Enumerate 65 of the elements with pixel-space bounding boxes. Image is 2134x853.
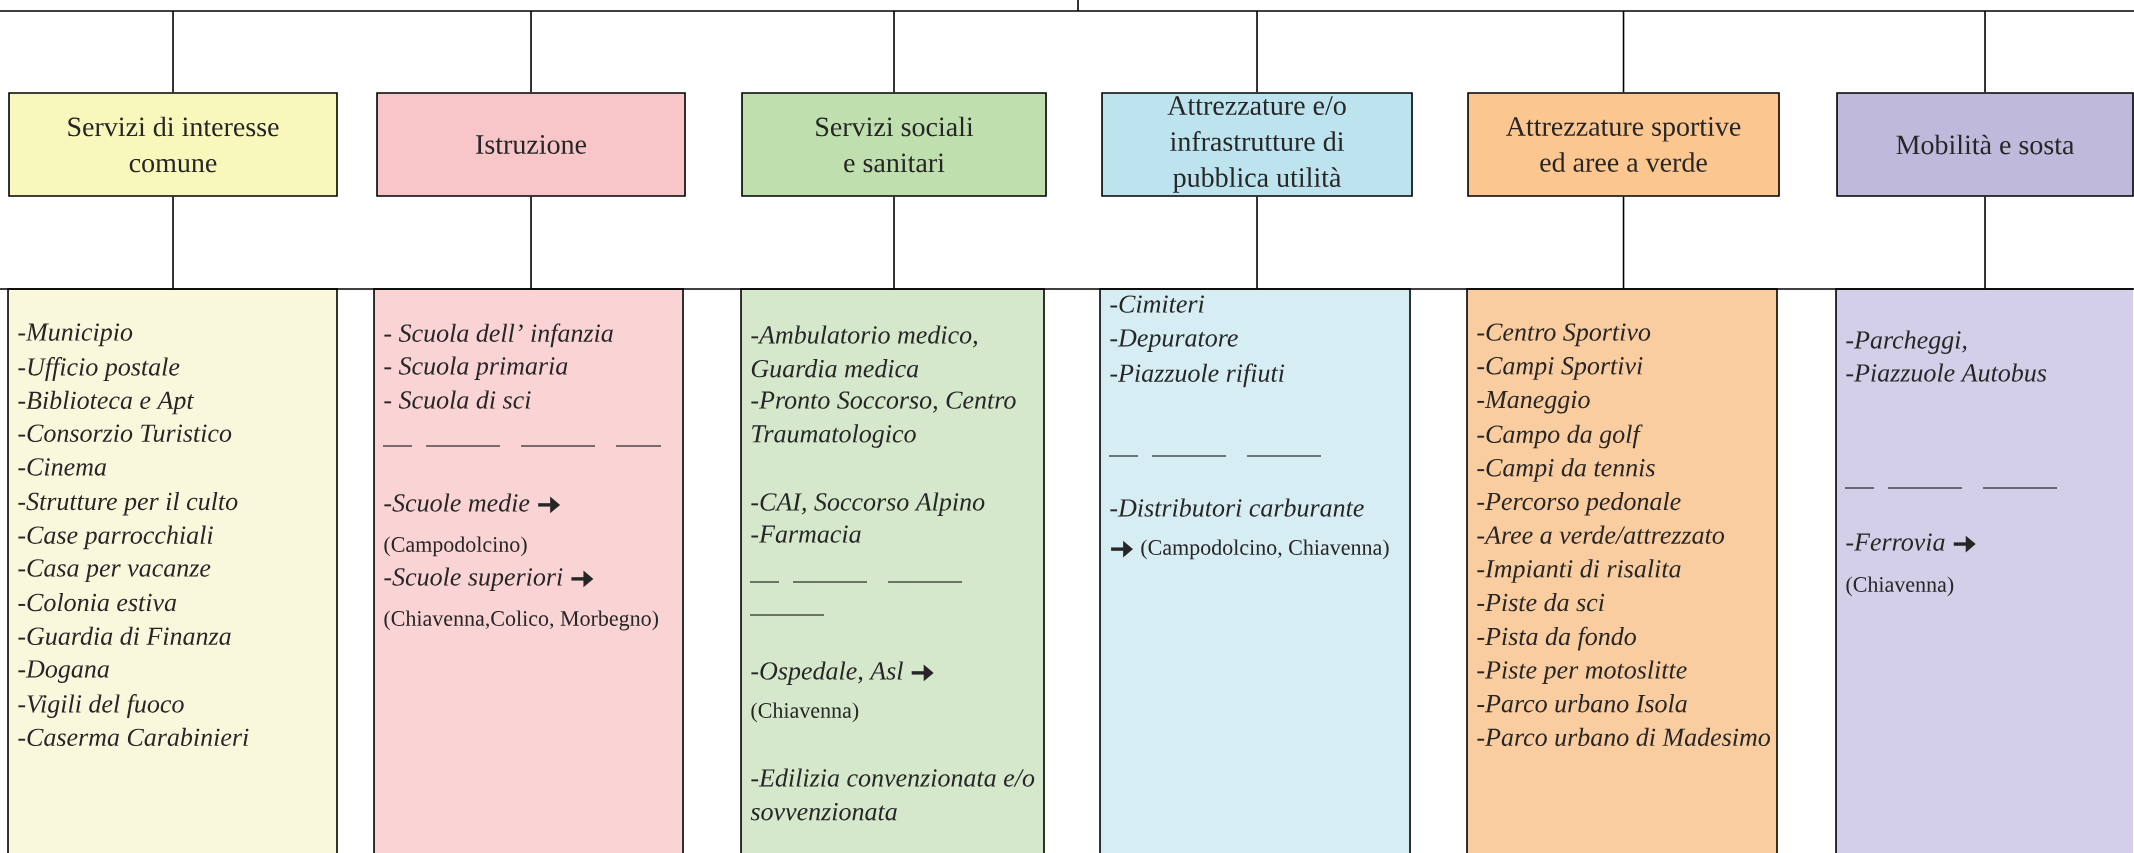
connector-line — [893, 196, 895, 290]
list-item: -Percorso pedonale — [1477, 491, 1681, 516]
list-item: - Scuola di sci — [384, 390, 531, 409]
list-item: -Farmacia — [751, 525, 861, 543]
list-item: -Piazzuole rifiuti — [1110, 363, 1285, 388]
connector-line — [893, 10, 895, 93]
connector-line — [1622, 10, 1625, 93]
category-box: Istruzione — [376, 92, 686, 197]
place-note: (Campodolcino) — [384, 536, 527, 557]
connector-line — [172, 196, 174, 290]
list-item: -Pista da fondo — [1477, 626, 1636, 651]
list-item: -Cimiteri — [1110, 295, 1204, 313]
list-item: -Caserma Carabinieri — [18, 727, 249, 747]
category-box: Servizi sociali e sanitari — [741, 92, 1047, 197]
connector-line — [1256, 10, 1258, 93]
connector-line — [1984, 196, 1986, 290]
list-item: -Distributori carburante — [1110, 498, 1364, 517]
list-item: -Parco urbano di Madesimo — [1477, 727, 1770, 747]
list-item: - Scuola primaria — [384, 356, 568, 380]
category-box: Attrezzature e/o infrastrutture di pubblica utilità — [1101, 92, 1413, 197]
list-item: -Piste da sci — [1477, 593, 1605, 612]
list-item: -Campi da tennis — [1477, 458, 1655, 482]
list-item: -Edilizia convenzionata e/o sovvenzionata — [750, 768, 1035, 821]
list-item: -Case parrocchiali — [18, 525, 213, 550]
list-item: -Piste per motoslitte — [1477, 660, 1687, 684]
list-item: -Strutture per il culto — [18, 491, 238, 516]
place-note: (Chiavenna) — [1846, 576, 1954, 597]
list-item: -Campi Sportivi — [1477, 357, 1643, 380]
list-item: -Colonia estiva — [18, 593, 177, 612]
list-item: -Depuratore — [1110, 329, 1238, 352]
list-item: -Guardia di Finanza — [18, 626, 231, 646]
list-item: -Parco urbano Isola — [1477, 694, 1687, 713]
place-note: (Campodolcino, Chiavenna) — [1111, 539, 1389, 560]
connector-line — [172, 10, 174, 93]
list-item: -Impianti di risalita — [1477, 559, 1681, 583]
list-item: -Biblioteca e Apt — [18, 390, 195, 415]
category-box: Attrezzature sportive ed aree a verde — [1467, 92, 1780, 197]
list-item: -Consorzio Turistico — [18, 424, 232, 443]
list-item: -Piazzuole Autobus — [1846, 363, 2047, 382]
list-item: -Casa per vacanze — [18, 559, 211, 583]
list-item: -Vigili del fuoco — [18, 694, 184, 718]
connector-line — [1256, 196, 1258, 290]
connector-line — [1984, 10, 1986, 93]
connector-line — [530, 10, 532, 93]
connector-line — [1622, 196, 1625, 290]
list-item: -CAI, Soccorso Alpino — [751, 492, 985, 516]
list-item: -Ufficio postale — [18, 357, 180, 381]
category-box: Servizi di interesse comune — [8, 92, 338, 197]
list-item: -Municipio — [18, 323, 133, 347]
list-item: -Maneggio — [1477, 390, 1590, 414]
place-note: (Chiavenna) — [751, 702, 859, 723]
connector-line — [0, 10, 2134, 12]
list-item: -Aree a verde/attrezzato — [1477, 525, 1725, 544]
list-item: -Dogana — [18, 660, 109, 683]
list-item: -Centro Sportivo — [1477, 323, 1651, 347]
list-item: - Scuola dell’ infanzia — [384, 323, 613, 348]
list-item: -Cinema — [18, 458, 106, 476]
list-item: -Campo da golf — [1477, 424, 1643, 449]
list-item: -Ambulatorio medico, Guardia medica — [751, 325, 977, 378]
connector-line — [530, 196, 532, 290]
category-box: Mobilità e sosta — [1836, 92, 2134, 197]
place-note: (Chiavenna,Colico, Morbegno) — [384, 610, 658, 631]
list-item: -Parcheggi, — [1846, 330, 1967, 354]
list-item: -Pronto Soccorso, Centro Traumatologico — [751, 391, 1016, 448]
connector-line — [1077, 0, 1079, 12]
